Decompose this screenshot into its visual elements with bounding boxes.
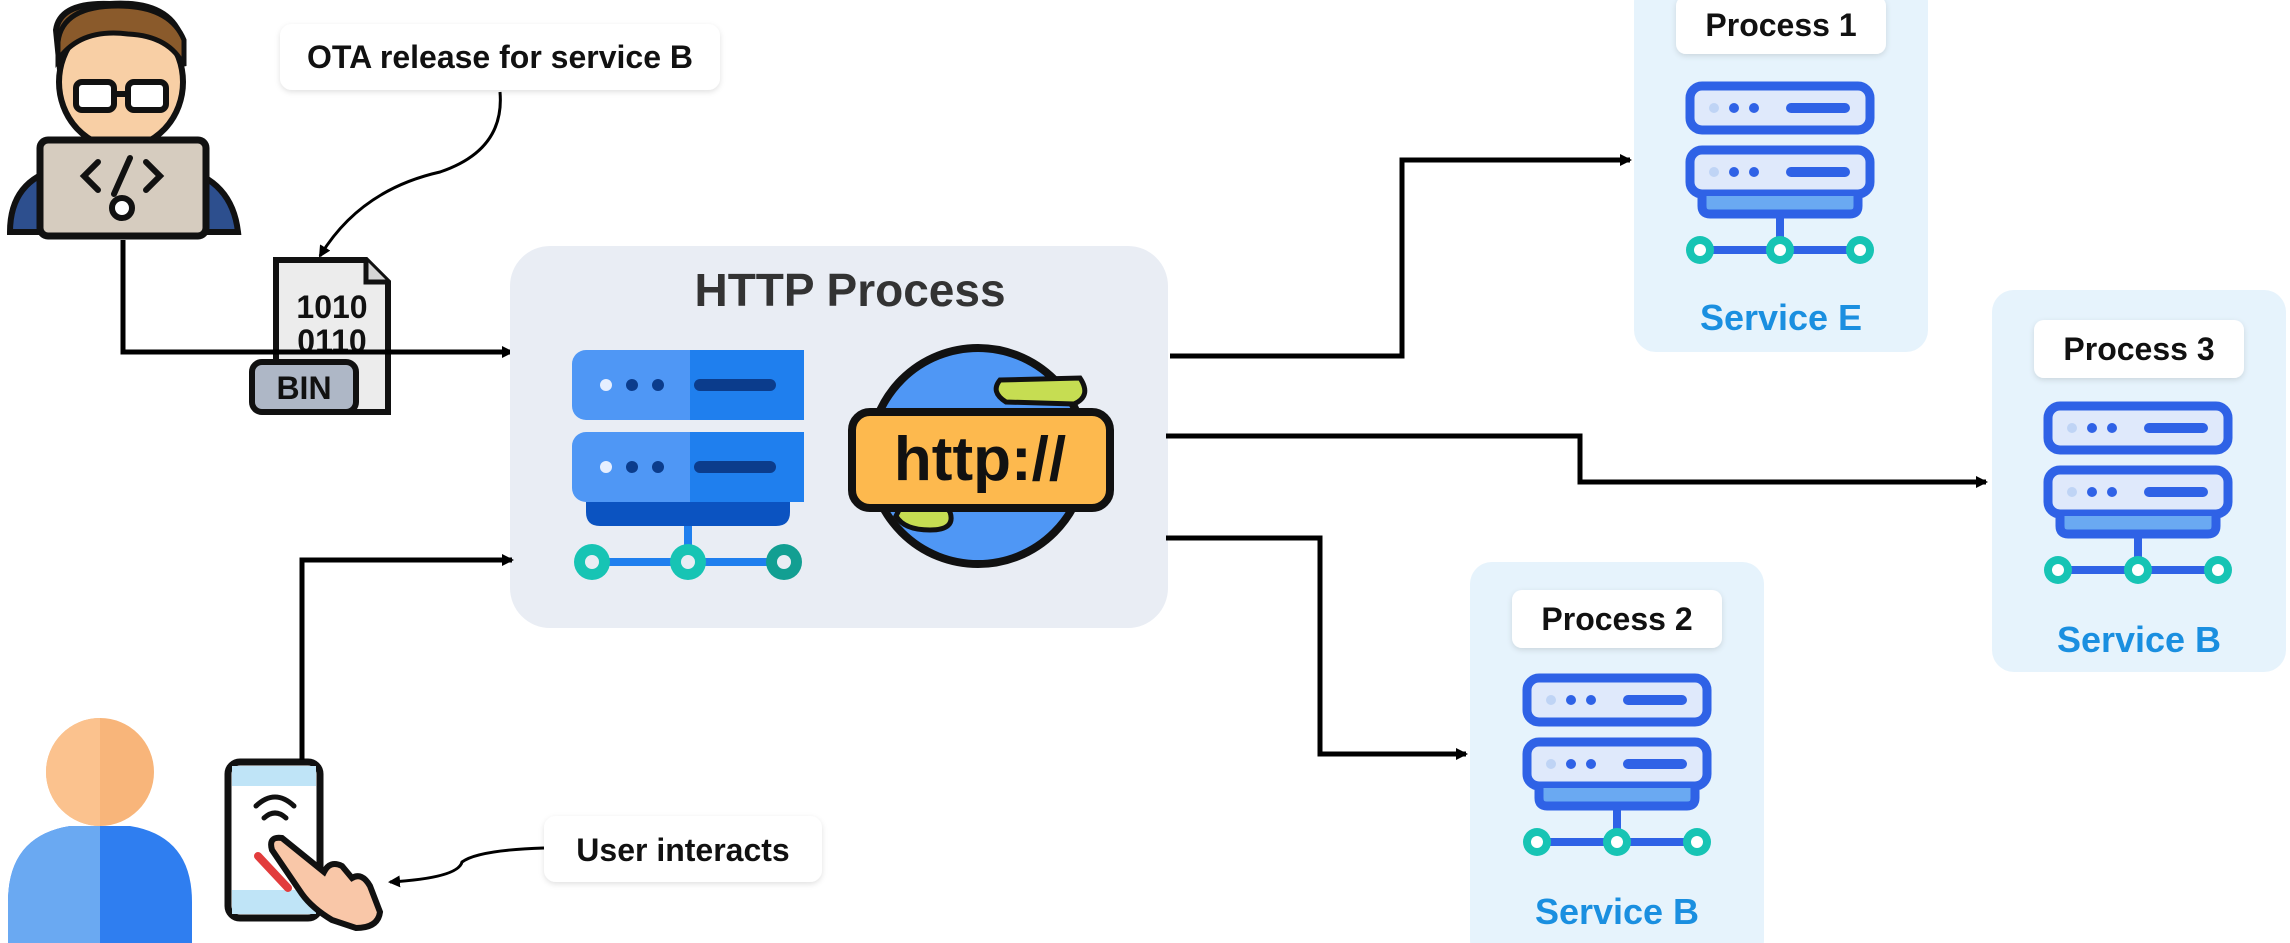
http-process-box: HTTP Process — [510, 246, 1168, 628]
http-badge: http:// — [848, 408, 1114, 512]
user-icon — [8, 718, 192, 943]
process-2-title: Process 2 — [1541, 601, 1692, 637]
user-to-http-arrow — [299, 554, 514, 760]
developer-icon — [6, 0, 242, 240]
phone-touch-icon — [224, 758, 384, 932]
process-3-service: Service B — [2057, 619, 2221, 660]
user-callout-pointer — [388, 846, 545, 888]
user-interacts-callout: User interacts — [544, 816, 822, 882]
binary-line-1: 1010 — [296, 289, 367, 325]
developer-to-http-arrow — [120, 240, 514, 358]
binary-file-icon: 1010 0110 BIN — [249, 257, 391, 415]
process-3-title: Process 3 — [2063, 331, 2214, 367]
process-1-title: Process 1 — [1705, 7, 1856, 43]
http-badge-text: http:// — [894, 425, 1066, 494]
process-2-service: Service B — [1535, 891, 1699, 932]
http-process-title: HTTP Process — [694, 264, 1005, 316]
http-server-icon — [572, 350, 804, 580]
http-to-process-2-arrow — [1166, 535, 1468, 760]
http-to-process-1-arrow — [1170, 154, 1632, 359]
process-1-service: Service E — [1700, 297, 1862, 338]
process-1-card: Process 1 Service E — [1634, 0, 1928, 352]
http-to-process-3-arrow — [1166, 433, 1988, 488]
process-2-card: Process 2 Service B — [1470, 562, 1764, 943]
bin-tag: BIN — [276, 370, 331, 406]
process-3-card: Process 3 Service B — [1992, 290, 2286, 672]
ota-callout-pointer — [318, 91, 502, 258]
user-interacts-label: User interacts — [576, 832, 789, 868]
ota-release-label: OTA release for service B — [307, 39, 693, 75]
ota-release-callout: OTA release for service B — [280, 24, 720, 90]
